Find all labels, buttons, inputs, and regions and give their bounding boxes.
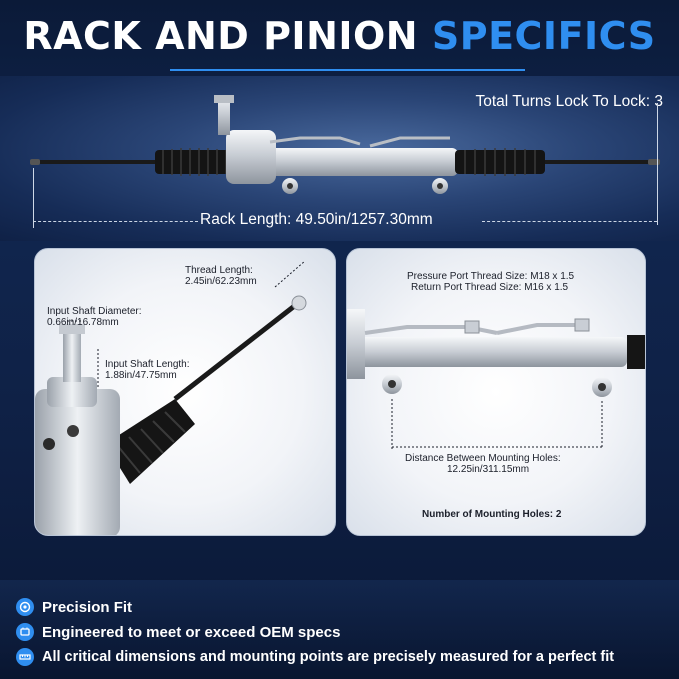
turns-lock-to-lock: Total Turns Lock To Lock: 3 [475, 93, 663, 110]
rack-assembly-image [30, 95, 660, 194]
mount-distance-value: 12.25in/311.15mm [447, 464, 530, 475]
thread-length-value: 2.45in/62.23mm [185, 276, 257, 287]
rack-length-line-left [33, 221, 198, 222]
return-port-thread-size: Return Port Thread Size: M16 x 1.5 [411, 282, 569, 293]
title-underline [170, 69, 525, 71]
features-band [0, 580, 679, 679]
thread-length-title: Thread Length: [185, 265, 253, 276]
page-title: RACK AND PINION SPECIFICS [0, 14, 679, 58]
gear-spec-icon [16, 623, 34, 641]
target-icon [16, 598, 34, 616]
ports-mounting-detail-panel: Pressure Port Thread Size: M18 x 1.5 Ret… [346, 248, 646, 536]
feature-text: Engineered to meet or exceed OEM specs [42, 623, 341, 641]
rack-length-tick-left [33, 168, 34, 228]
title-white: RACK AND PINION [23, 14, 419, 58]
mount-distance-title: Distance Between Mounting Holes: [405, 453, 561, 464]
rack-length-label: Rack Length: 49.50in/1257.30mm [200, 211, 433, 228]
input-shaft-length-value: 1.88in/47.75mm [105, 370, 177, 381]
feature-text: Precision Fit [42, 598, 133, 616]
input-shaft-detail-panel: Thread Length: 2.45in/62.23mm Input Shaf… [34, 248, 336, 536]
feature-text: All critical dimensions and mounting poi… [42, 649, 615, 665]
input-shaft-image [35, 260, 307, 535]
feature-oem-specs: Engineered to meet or exceed OEM specs [16, 622, 340, 642]
rack-length-line-right [482, 221, 657, 222]
turns-dimension-line [657, 103, 658, 225]
mounting-holes-count: Number of Mounting Holes: 2 [422, 509, 562, 520]
input-shaft-diameter-title: Input Shaft Diameter: [47, 306, 142, 317]
title-blue: SPECIFICS [431, 14, 656, 58]
feature-precision-fit: Precision Fit [16, 597, 132, 617]
ruler-icon [16, 648, 34, 666]
pressure-port-thread-size: Pressure Port Thread Size: M18 x 1.5 [407, 271, 575, 282]
feature-precise-measurement: All critical dimensions and mounting poi… [16, 647, 614, 667]
input-shaft-diameter-value: 0.66in/16.78mm [47, 317, 119, 328]
housing-closeup-image [347, 309, 645, 449]
input-shaft-length-title: Input Shaft Length: [105, 359, 190, 370]
